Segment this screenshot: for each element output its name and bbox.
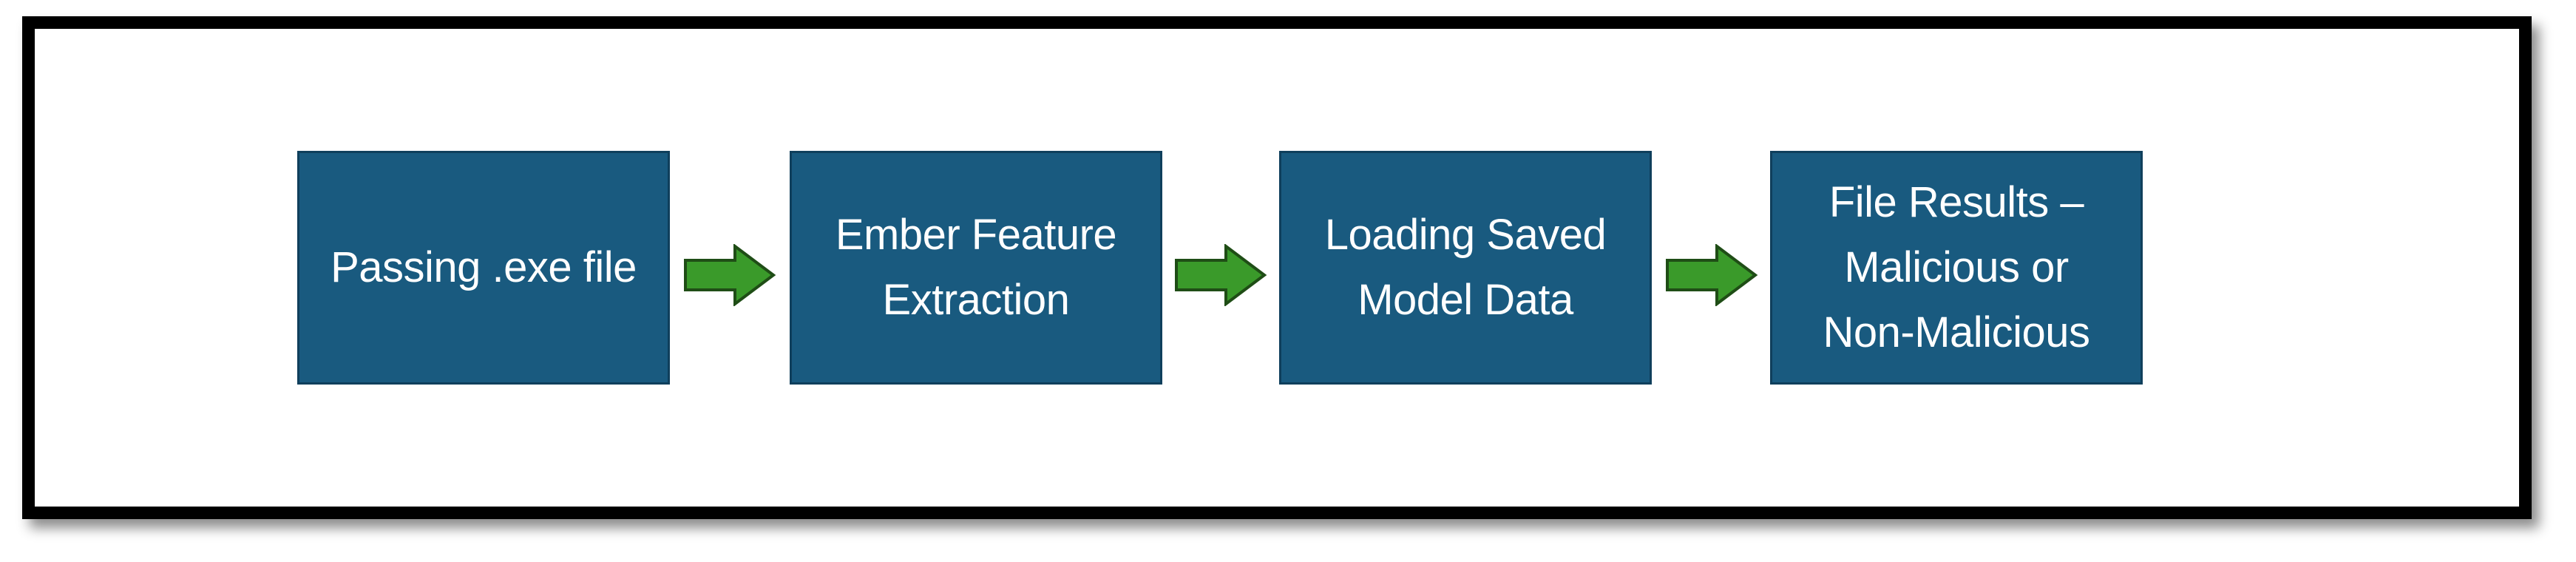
step-label: Passing .exe file [331,243,637,291]
step-box-feature-extraction: Ember Feature Extraction [790,151,1162,385]
right-arrow-icon [683,244,776,306]
right-arrow-icon [1174,244,1267,306]
right-arrow-icon [1665,244,1758,306]
step-box-file-results: File Results – Malicious or Non-Maliciou… [1770,151,2143,385]
step-label: Ember Feature Extraction [835,211,1117,324]
step-label: Loading Saved Model Data [1324,211,1607,324]
step-box-load-model: Loading Saved Model Data [1279,151,1652,385]
step-box-passing-exe: Passing .exe file [297,151,670,385]
step-label: File Results – Malicious or Non-Maliciou… [1823,178,2090,356]
